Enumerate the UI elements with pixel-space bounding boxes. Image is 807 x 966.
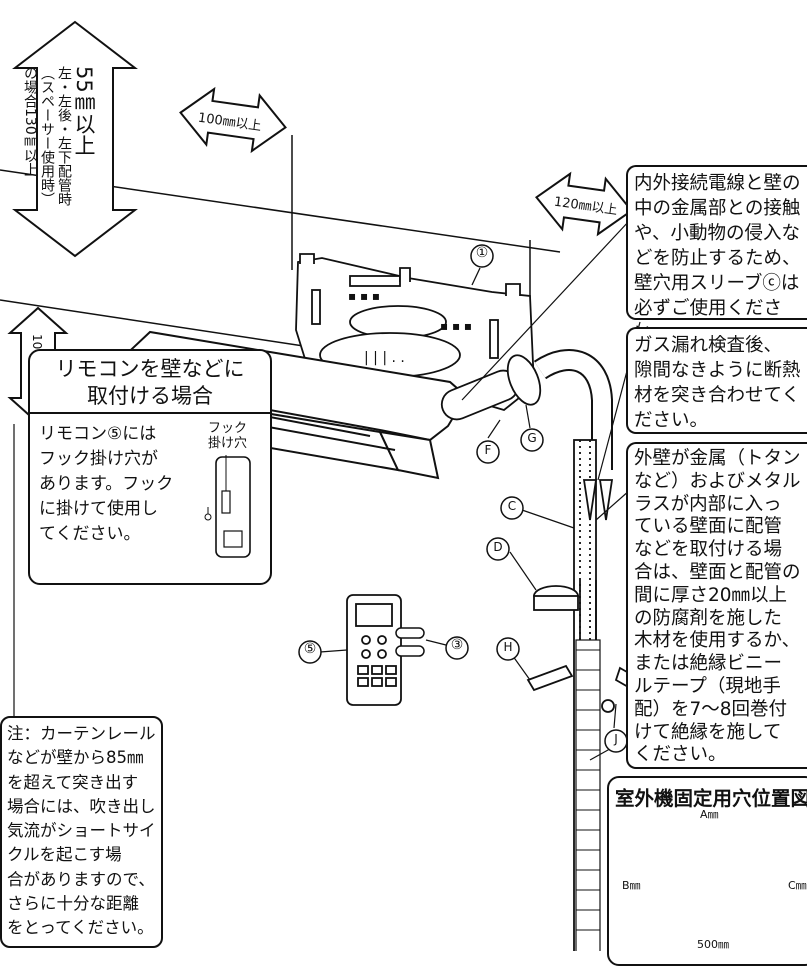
callout-5-label: ⑤ xyxy=(303,641,317,657)
callout-C xyxy=(500,496,524,520)
svg-text:| | | . .: | | | . . xyxy=(364,350,405,366)
top-clearance-main: 55㎜以上 xyxy=(72,66,96,156)
callout-F-label: F xyxy=(484,443,492,457)
top-clearance-sub: 左・左後・左下配管時 xyxy=(56,66,72,206)
hook-hole-label: フック 掛け穴 xyxy=(208,421,248,451)
callout-3 xyxy=(445,636,469,660)
piping xyxy=(440,349,636,951)
dim-500-label: 500㎜ xyxy=(697,938,729,951)
dim-c-label: C㎜ xyxy=(788,879,807,892)
svg-text:▪ ▪ ▪: ▪ ▪ ▪ xyxy=(440,319,472,333)
callout-3-label: ③ xyxy=(450,637,464,653)
callout-D xyxy=(486,537,510,561)
sleeve-note-leader xyxy=(461,219,631,401)
remote-controller xyxy=(346,594,402,706)
callout-F xyxy=(476,440,500,464)
callout-G xyxy=(520,428,544,452)
top-clearance-arrow xyxy=(12,20,138,258)
callout-C-label: C xyxy=(507,499,517,513)
callout-H xyxy=(496,637,520,661)
callout-1-leader xyxy=(471,267,481,286)
remote-mount-body: リモコン⑤にはフック掛け穴が あります。フックに掛けて使用し てください。 xyxy=(39,424,174,544)
batteries xyxy=(395,627,425,657)
callout-H-label: H xyxy=(503,640,513,654)
callout-5 xyxy=(298,640,322,664)
remote-mount-box: リモコンを壁などに 取付ける場合 リモコン⑤にはフック掛け穴が あります。フック… xyxy=(28,349,272,585)
left-clearance-arrow xyxy=(179,86,287,154)
top-clearance-spacer: （スペーサー使用時） xyxy=(39,66,55,206)
callout-G-label: G xyxy=(527,431,537,445)
remote-mount-title: リモコンを壁などに 取付ける場合 xyxy=(30,351,270,414)
remote-back-drawing xyxy=(204,455,251,558)
dim-a-label: A㎜ xyxy=(700,808,719,821)
dim-b-label: B㎜ xyxy=(622,879,641,892)
svg-text:▪ ▪ ▪: ▪ ▪ ▪ xyxy=(348,289,380,303)
callout-1-label: ① xyxy=(475,245,489,261)
callout-D-label: D xyxy=(493,540,503,554)
callout-1 xyxy=(470,244,494,268)
metal-wall-note: 外壁が金属（トタンなど）およびメタルラスが内部に入っ ている壁面に配管などを取付… xyxy=(626,442,807,769)
outdoor-hole-title: 室外機固定用穴位置図 xyxy=(615,787,807,810)
callout-J-label: J xyxy=(614,732,618,746)
wall-line xyxy=(0,299,331,351)
sleeve-note: 内外接続電線と壁の中の金属部との接触や、小動物の侵入な どを防止するため、壁穴用… xyxy=(626,165,807,344)
insulation-note: ガス漏れ検査後、隙間なきように断熱 材を突き合わせてください。 xyxy=(626,327,807,434)
metal-wall-note-leader xyxy=(595,489,631,521)
top-clearance-spacer-case: の場合130㎜以上 xyxy=(22,66,38,177)
